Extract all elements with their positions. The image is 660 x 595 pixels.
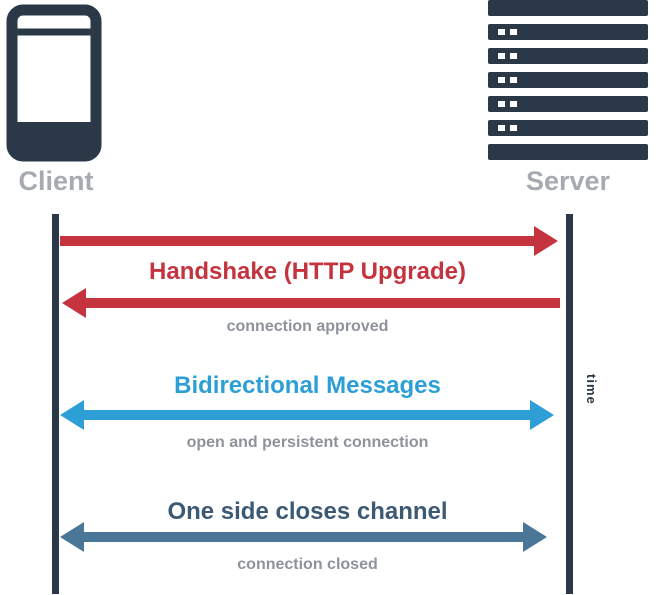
client-label: Client xyxy=(18,166,94,196)
arrowhead-right-icon xyxy=(530,400,554,430)
messages-bidirectional-arrow xyxy=(60,400,554,430)
handshake-response-arrow xyxy=(62,288,560,318)
arrowhead-right-icon xyxy=(534,226,558,256)
arrow-shaft xyxy=(80,532,527,542)
close-bidirectional-arrow xyxy=(60,522,547,552)
arrow-shaft xyxy=(82,298,560,308)
client-lifeline xyxy=(52,214,59,594)
handshake-subtitle: connection approved xyxy=(226,318,389,335)
close-title: One side closes channel xyxy=(167,498,448,525)
server-lifeline xyxy=(566,214,573,594)
messages-subtitle: open and persistent connection xyxy=(186,434,429,451)
messages-title: Bidirectional Messages xyxy=(174,372,441,399)
close-subtitle: connection closed xyxy=(237,556,378,573)
time-label: time xyxy=(584,374,599,405)
arrowhead-right-icon xyxy=(523,522,547,552)
server-label: Server xyxy=(525,166,611,196)
arrow-shaft xyxy=(60,236,538,246)
handshake-request-arrow xyxy=(60,226,558,256)
handshake-title: Handshake (HTTP Upgrade) xyxy=(149,258,466,285)
smartphone-icon xyxy=(6,4,102,167)
server-icon xyxy=(488,0,648,165)
arrow-shaft xyxy=(80,410,534,420)
